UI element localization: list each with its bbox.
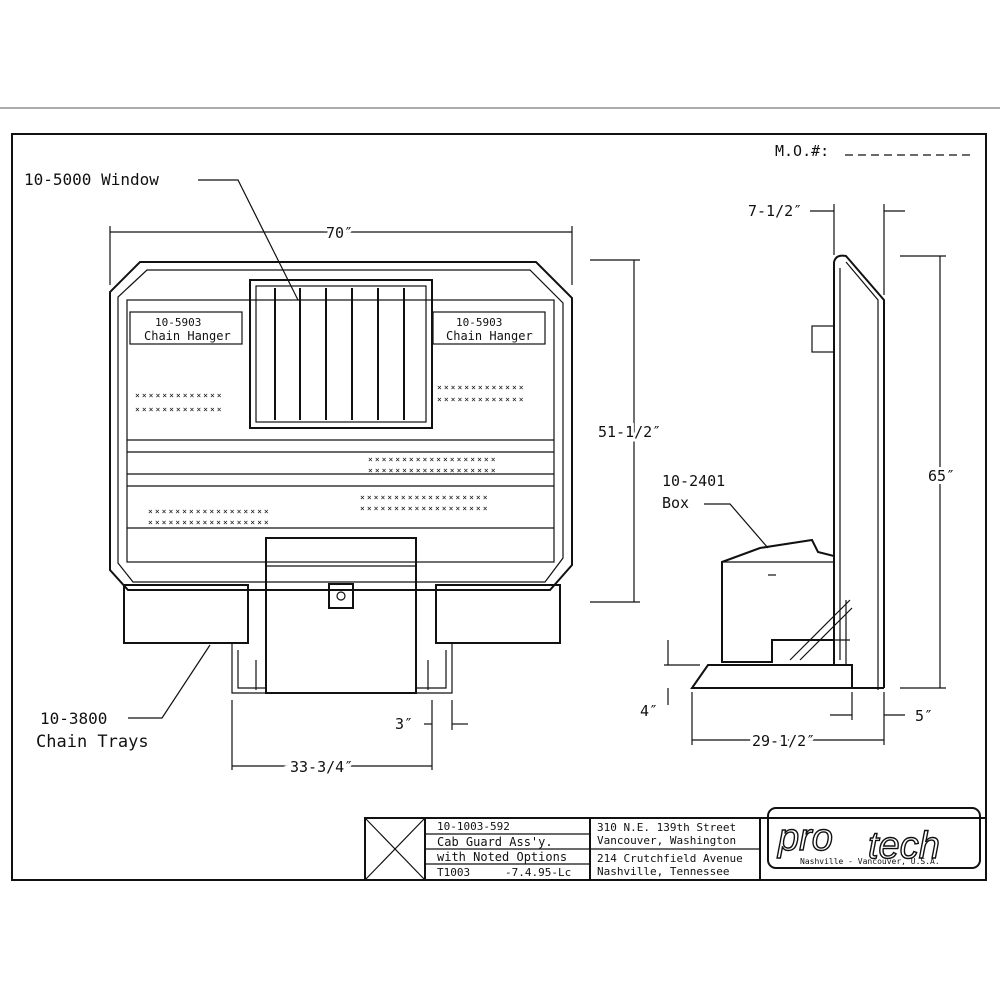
svg-text:×××××××××××××××××××: ××××××××××××××××××× (360, 493, 490, 502)
front-box (265, 537, 417, 694)
dim-rear: 5″ (915, 707, 933, 725)
dim-base: 4″ (640, 702, 658, 720)
chain-tray-right (435, 584, 561, 644)
tb-drawing-no: T1003 (437, 866, 470, 879)
dim-depth: 29-1/2″ (752, 732, 815, 750)
chain-hanger-left-part: 10-5903 (155, 316, 201, 329)
frame-inner (117, 269, 564, 583)
dim-height-side: 65″ (928, 467, 955, 485)
svg-text:×××××××××××××××××××: ××××××××××××××××××× (368, 455, 498, 464)
label-box-name: Box (662, 494, 689, 512)
front-view: ××××××××××××× ××××××××××××× ××××××××××××… (109, 261, 573, 694)
tb-date: -7.4.95-Lc (505, 866, 571, 879)
dim-gap: 3″ (395, 715, 413, 733)
tb-desc-line2: with Noted Options (437, 850, 567, 864)
logo-tech: tech (868, 825, 940, 867)
title-block: 10-1003-592 Cab Guard Ass'y. with Noted … (364, 807, 987, 881)
svg-text:××××××××××××××××××: ×××××××××××××××××× (148, 507, 271, 516)
dim-box-width: 33-3/4″ (290, 758, 353, 776)
tb-addr2-line1: 214 Crutchfield Avenue (597, 852, 743, 865)
box-latch (328, 583, 354, 609)
svg-text:×××××××××××××××××××: ××××××××××××××××××× (360, 504, 490, 513)
chain-hanger-right (432, 311, 546, 345)
mo-label: M.O.#: (775, 142, 829, 160)
label-trays-name: Chain Trays (36, 732, 149, 752)
svg-text:×××××××××××××××××××: ××××××××××××××××××× (368, 466, 498, 475)
dim-height-front: 51-1/2″ (598, 423, 661, 441)
svg-text:×××××××××××××: ××××××××××××× (135, 391, 224, 400)
chain-hanger-right-name: Chain Hanger (446, 329, 533, 343)
label-trays-part: 10-3800 (40, 709, 107, 728)
side-view (690, 254, 885, 690)
svg-text:×××××××××××××: ××××××××××××× (437, 395, 526, 404)
frame-outer (109, 261, 573, 591)
tb-desc-line1: Cab Guard Ass'y. (437, 835, 553, 849)
dim-width: 70″ (326, 224, 353, 242)
protech-logo-frame (767, 807, 981, 869)
label-window: 10-5000 Window (24, 170, 159, 189)
tb-addr1-line1: 310 N.E. 139th Street (597, 821, 736, 834)
tb-addr1-line2: Vancouver, Washington (597, 834, 736, 847)
svg-text:×××××××××××××: ××××××××××××× (135, 405, 224, 414)
window-frame (249, 279, 433, 429)
logo-pro: pro (777, 817, 833, 859)
svg-text:×××××××××××××: ××××××××××××× (437, 383, 526, 392)
chain-hanger-right-part: 10-5903 (456, 316, 502, 329)
tb-part-number: 10-1003-592 (437, 820, 510, 833)
dim-top-offset: 7-1/2″ (748, 202, 802, 220)
label-box-part: 10-2401 (662, 472, 725, 490)
logo-subtitle: Nashville - Vancouver, U.S.A. (800, 857, 940, 866)
svg-text:××××××××××××××××××: ×××××××××××××××××× (148, 518, 271, 527)
panel-area (126, 299, 555, 563)
chain-tray-left (123, 584, 249, 644)
chain-hanger-left-name: Chain Hanger (144, 329, 231, 343)
chain-hanger-left (129, 311, 243, 345)
tb-addr2-line2: Nashville, Tennessee (597, 865, 729, 878)
